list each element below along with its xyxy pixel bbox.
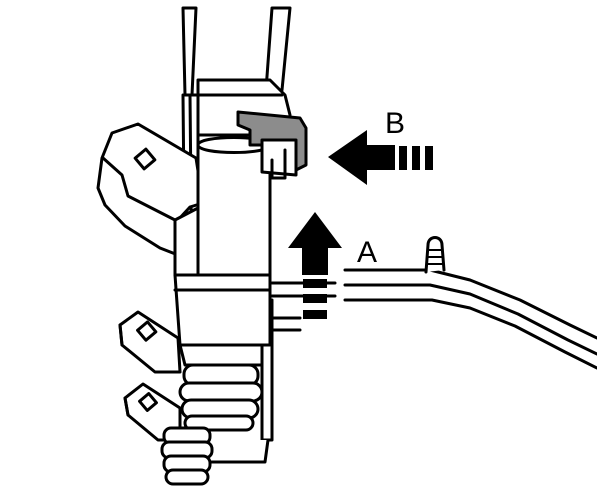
- label-b: B: [385, 107, 405, 140]
- lower-bracket: [118, 310, 182, 442]
- fuel-line: [268, 236, 597, 370]
- arrow-b: [328, 130, 433, 185]
- adjacent-injector-nozzle: [160, 426, 214, 486]
- injector-nozzle-rings: [178, 363, 264, 432]
- arrow-a: [288, 212, 342, 319]
- injector-body: [173, 136, 272, 367]
- retaining-clip: [236, 110, 308, 180]
- label-a: A: [357, 236, 377, 269]
- fuel-rail-bracket: [181, 6, 292, 464]
